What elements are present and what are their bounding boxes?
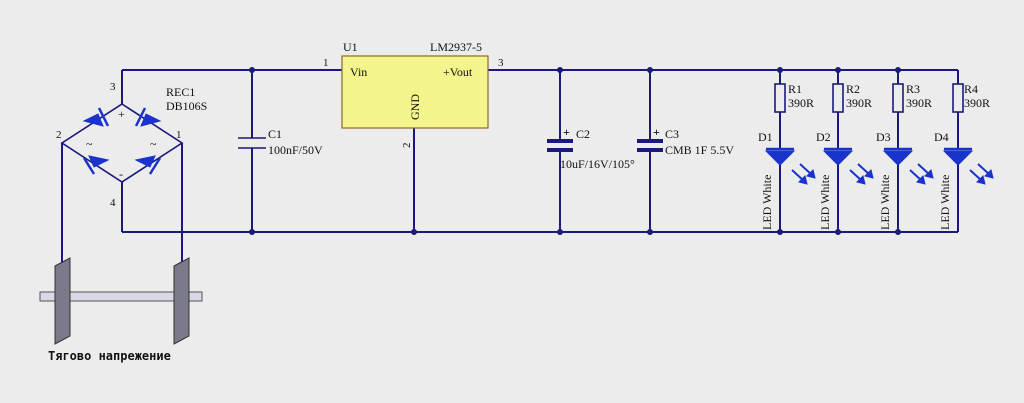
junction-dot bbox=[557, 229, 563, 235]
led-branch-4: R4 390R D4 LED White bbox=[934, 70, 994, 232]
bridge-diode bbox=[134, 155, 162, 175]
bridge-ac-sign: ~ bbox=[86, 137, 93, 151]
bridge-designator: REC1 bbox=[166, 85, 195, 99]
resistor-designator: R3 bbox=[906, 82, 920, 96]
bridge-pin-1: 1 bbox=[176, 129, 182, 141]
polarity-plus-sign: + bbox=[563, 125, 570, 139]
wheelset-label: Тягово напрежение bbox=[48, 349, 171, 363]
regulator-pin-2: 2 bbox=[401, 143, 413, 149]
regulator-part: LM2937-5 bbox=[430, 40, 482, 54]
capacitor-designator: C2 bbox=[576, 127, 590, 141]
led-value: LED White bbox=[878, 175, 892, 230]
bridge-part: DB106S bbox=[166, 99, 207, 113]
led-designator: D1 bbox=[758, 130, 773, 144]
bridge-rectifier: + - ~ ~ 3 4 2 1 REC1 DB106S bbox=[56, 81, 207, 209]
junction-dot bbox=[411, 229, 417, 235]
resistor-value: 390R bbox=[788, 96, 814, 110]
regulator-pin-vout: +Vout bbox=[443, 65, 473, 79]
capacitor-value: 10uF/16V/105° bbox=[560, 157, 635, 171]
bridge-diode bbox=[82, 155, 110, 175]
bridge-pin-2: 2 bbox=[56, 129, 62, 141]
resistor-value: 390R bbox=[964, 96, 990, 110]
capacitor-value: 100nF/50V bbox=[268, 143, 323, 157]
regulator-designator: U1 bbox=[343, 40, 358, 54]
led-value: LED White bbox=[818, 175, 832, 230]
resistor-designator: R1 bbox=[788, 82, 802, 96]
capacitor-designator: C3 bbox=[665, 127, 679, 141]
wheelset: Тягово напрежение bbox=[39, 257, 203, 363]
led-branch-1: R1 390R D1 LED White bbox=[758, 70, 816, 232]
resistor-value: 390R bbox=[906, 96, 932, 110]
wheel-left bbox=[54, 257, 71, 345]
junction-dot bbox=[249, 229, 255, 235]
axle bbox=[39, 291, 203, 302]
bridge-pin-4: 4 bbox=[110, 197, 116, 209]
wheel-right bbox=[173, 257, 190, 345]
capacitor-value: CMB 1F 5.5V bbox=[665, 143, 734, 157]
led-designator: D2 bbox=[816, 130, 831, 144]
regulator-pin-3: 3 bbox=[498, 57, 504, 69]
junction-dot bbox=[647, 229, 653, 235]
polarity-plus-sign: + bbox=[653, 125, 660, 139]
regulator-pin-1: 1 bbox=[323, 57, 329, 69]
capacitor-designator: C1 bbox=[268, 127, 282, 141]
junction-dot bbox=[249, 67, 255, 73]
regulator-pin-gnd: GND bbox=[408, 94, 422, 120]
bridge-minus-sign: - bbox=[119, 167, 123, 181]
capacitor-c1: C1 100nF/50V bbox=[238, 127, 323, 157]
regulator-pin-vin: Vin bbox=[350, 65, 367, 79]
resistor-designator: R2 bbox=[846, 82, 860, 96]
bridge-outline bbox=[60, 103, 184, 183]
bridge-ac-sign: ~ bbox=[150, 137, 157, 151]
led-branch-3: R3 390R D3 LED White bbox=[876, 70, 934, 232]
bridge-plus-sign: + bbox=[118, 107, 125, 121]
junctions bbox=[249, 67, 901, 235]
junction-dot bbox=[647, 67, 653, 73]
led-value: LED White bbox=[760, 175, 774, 230]
bridge-diode bbox=[134, 107, 162, 127]
capacitor-c3: + C3 CMB 1F 5.5V bbox=[637, 125, 734, 157]
bridge-diode bbox=[82, 107, 110, 127]
led-branch-2: R2 390R D2 LED White bbox=[816, 70, 874, 232]
regulator: U1 LM2937-5 Vin +Vout GND 1 3 2 bbox=[323, 40, 504, 148]
junction-dot bbox=[557, 67, 563, 73]
led-designator: D4 bbox=[934, 130, 949, 144]
resistor-designator: R4 bbox=[964, 82, 978, 96]
led-value: LED White bbox=[938, 175, 952, 230]
capacitor-c2: + C2 10uF/16V/105° bbox=[547, 125, 635, 171]
bridge-pin-3: 3 bbox=[110, 81, 116, 93]
resistor-value: 390R bbox=[846, 96, 872, 110]
regulator-body bbox=[341, 55, 489, 129]
wires bbox=[61, 69, 958, 262]
led-designator: D3 bbox=[876, 130, 891, 144]
